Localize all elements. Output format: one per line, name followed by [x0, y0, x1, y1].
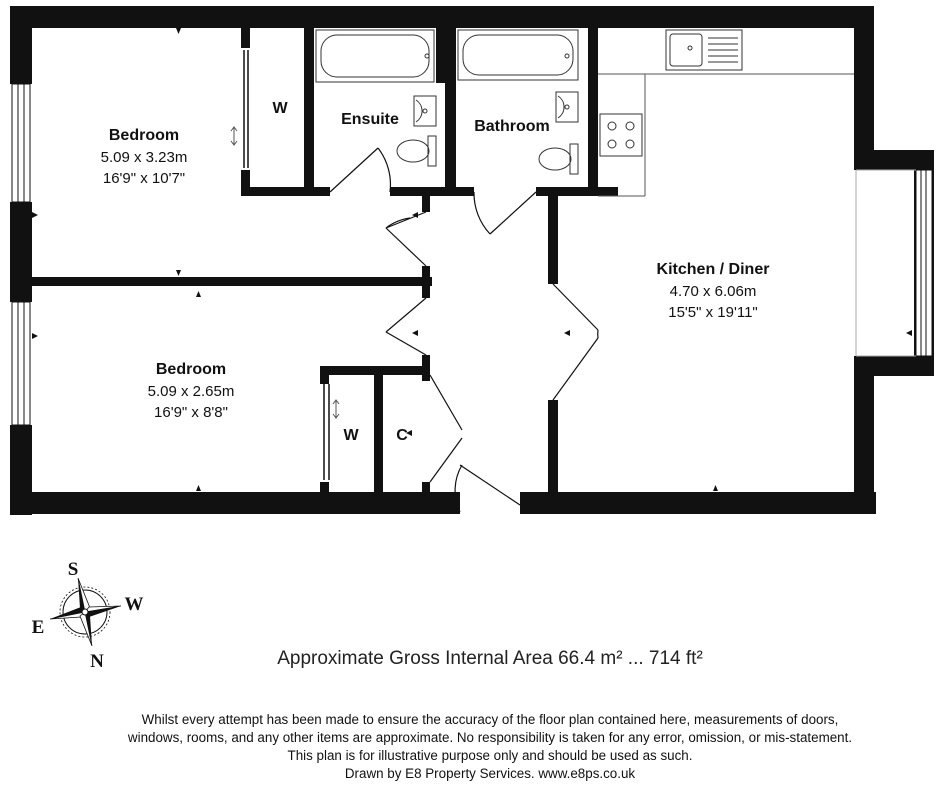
wardrobe1-label: W	[272, 100, 288, 117]
kitchen-imperial: 15'5" x 19'11"	[668, 304, 758, 321]
kitchen-sink	[665, 29, 743, 71]
kitchen-name: Kitchen / Diner	[657, 261, 770, 278]
disclaimer-line: windows, rooms, and any other items are …	[127, 730, 853, 745]
gross-area: Approximate Gross Internal Area 66.4 m² …	[277, 648, 703, 669]
ensuite-toilet	[396, 135, 437, 167]
wardrobe2-label: W	[343, 427, 359, 444]
bedroom2-name: Bedroom	[156, 361, 226, 378]
compass-e: E	[32, 617, 45, 638]
compass-w: W	[125, 594, 144, 615]
bedroom1-metric: 5.09 x 3.23m	[101, 149, 188, 166]
bedroom1-name: Bedroom	[109, 127, 179, 144]
cupboard-label: C	[396, 427, 408, 444]
dimension-markers	[32, 28, 912, 491]
compass-rose	[49, 577, 122, 647]
bedroom1-imperial: 16'9" x 10'7"	[103, 170, 185, 187]
ensuite-basin	[413, 95, 437, 127]
ensuite-name: Ensuite	[341, 111, 399, 128]
disclaimer: Whilst every attempt has been made to en…	[0, 711, 944, 783]
walls	[10, 6, 934, 515]
windows	[11, 83, 933, 426]
disclaimer-line: This plan is for illustrative purpose on…	[287, 748, 693, 763]
bath-bathroom	[457, 29, 579, 81]
kitchen-metric: 4.70 x 6.06m	[670, 283, 757, 300]
disclaimer-line: Whilst every attempt has been made to en…	[141, 712, 839, 727]
slide-arrows	[230, 126, 340, 419]
bedroom2-imperial: 16'9" x 8'8"	[154, 404, 228, 421]
bedroom2-metric: 5.09 x 2.65m	[148, 383, 235, 400]
doors	[329, 147, 599, 513]
compass-n: N	[90, 651, 104, 672]
disclaimer-line: Drawn by E8 Property Services. www.e8ps.…	[344, 766, 636, 781]
bathroom-toilet	[538, 143, 579, 175]
bath-ensuite	[315, 29, 435, 83]
wardrobe-sliders	[243, 50, 330, 480]
hob	[599, 113, 643, 157]
kitchen-worktop	[598, 73, 854, 197]
bathroom-basin	[555, 91, 579, 123]
bathroom-name: Bathroom	[474, 118, 550, 135]
compass-s: S	[68, 559, 79, 580]
